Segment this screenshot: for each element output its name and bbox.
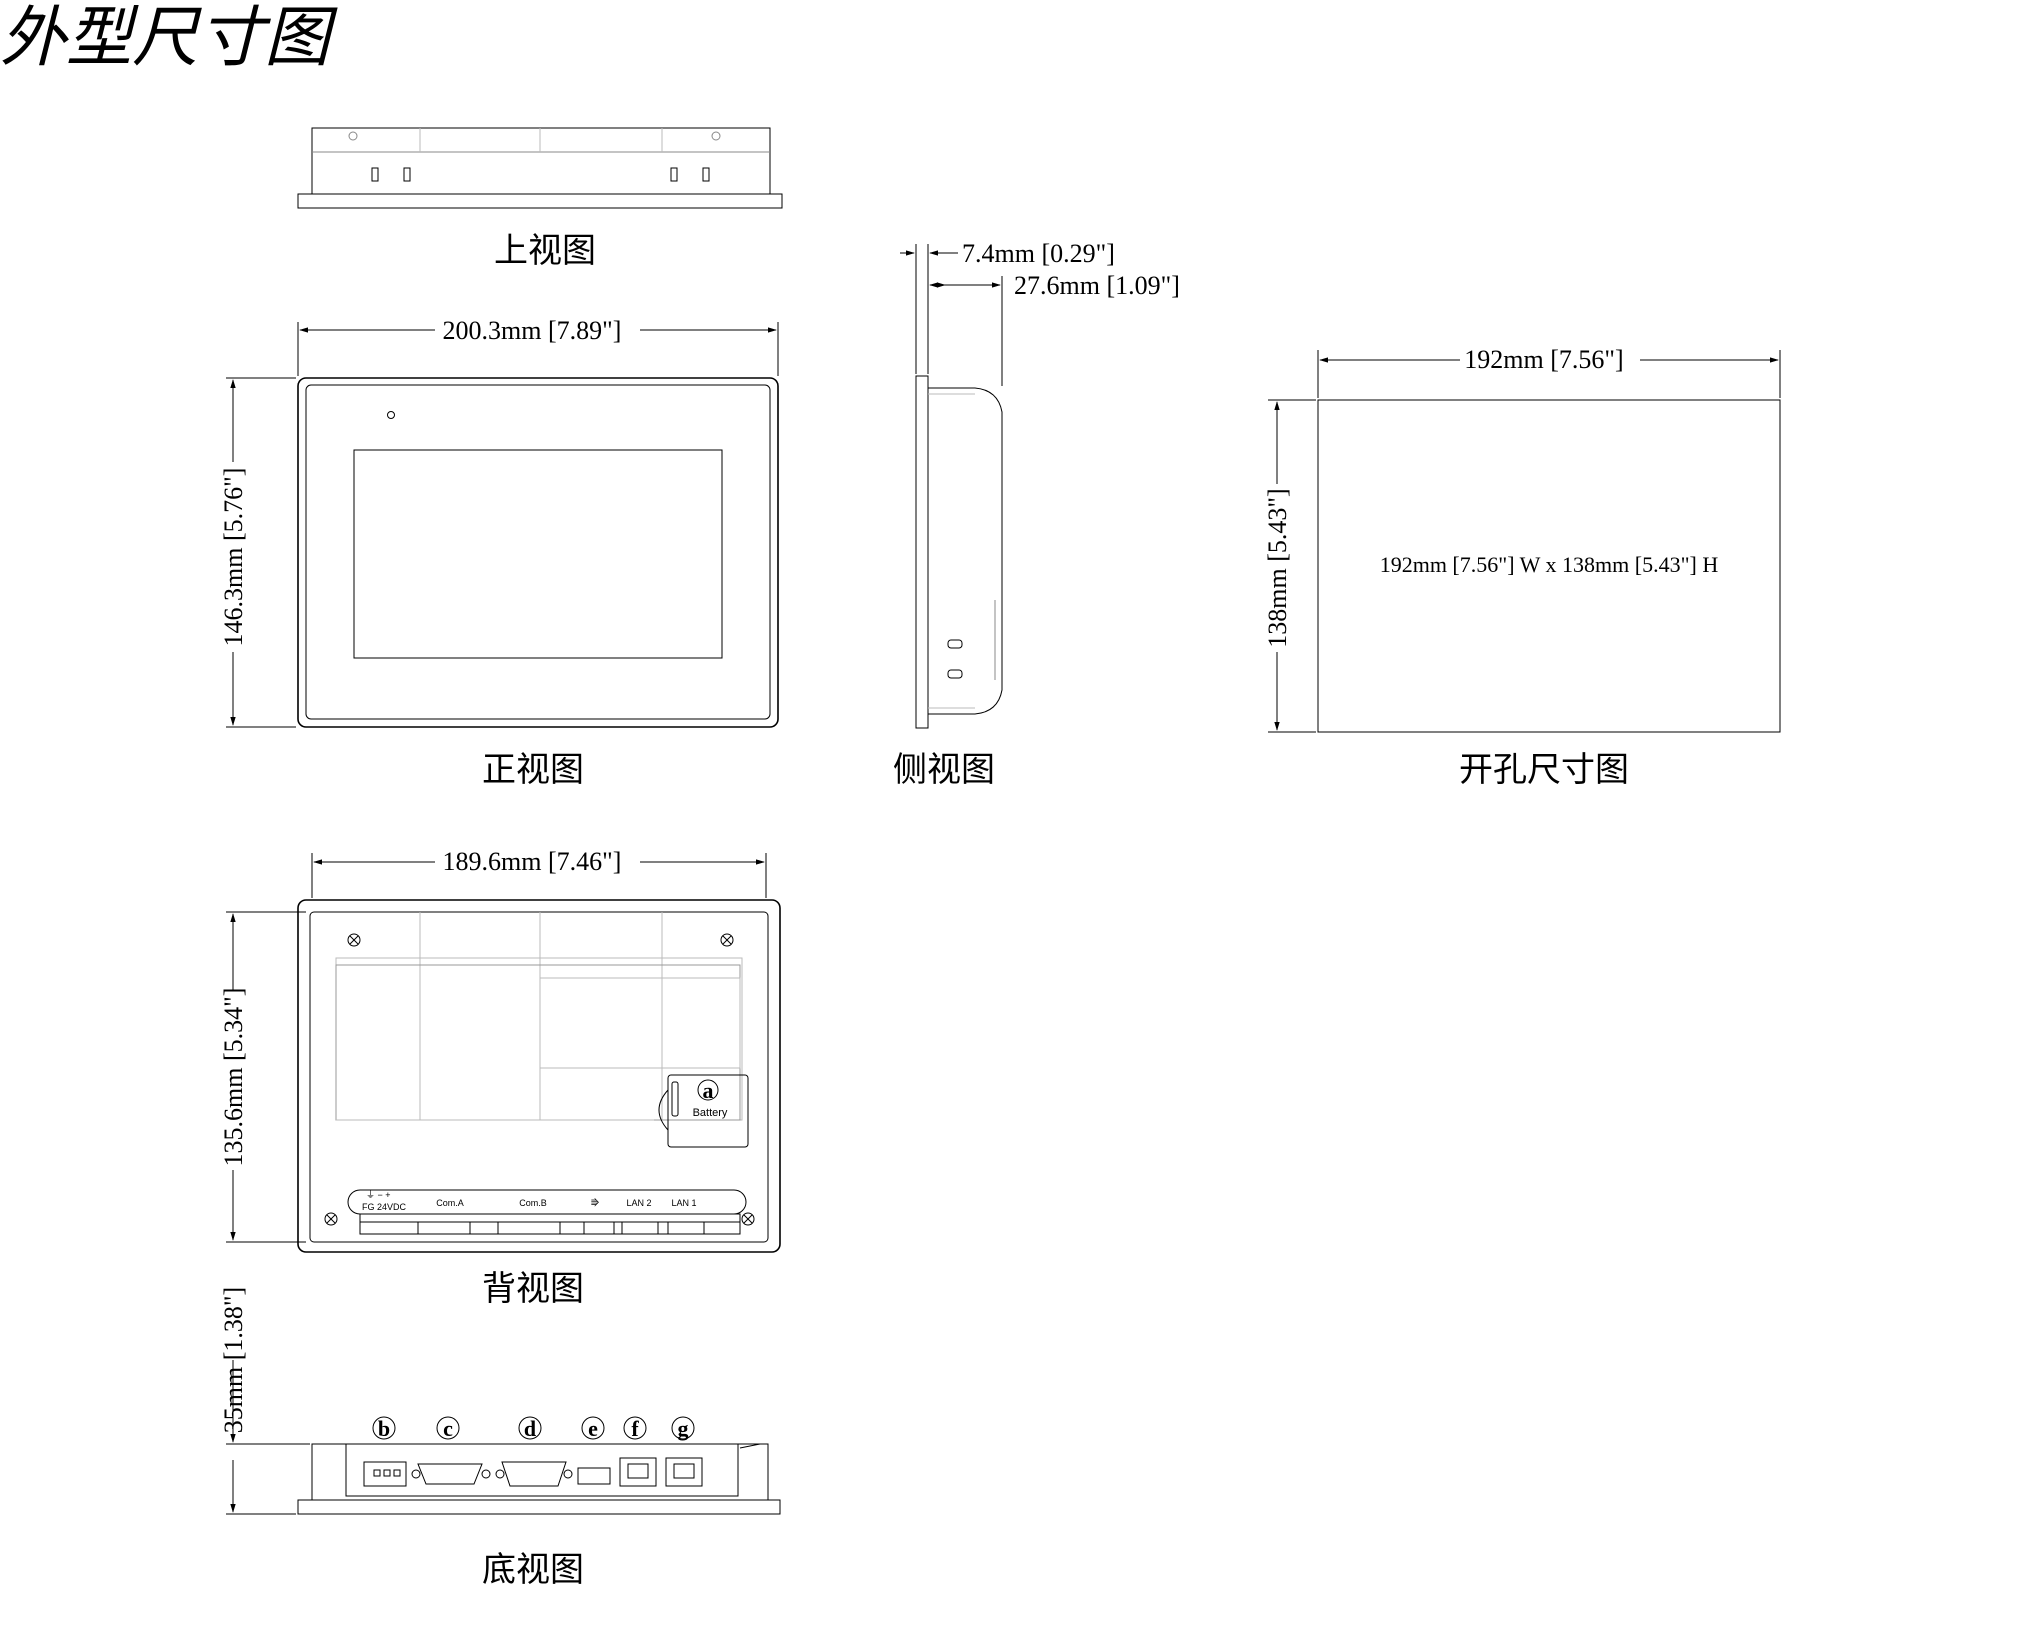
side-dim1-label: 7.4mm [0.29"] <box>962 239 1115 268</box>
cutout-view <box>1317 399 1781 733</box>
back-view <box>297 899 781 1253</box>
caption-top-view: 上视图 <box>494 231 596 271</box>
com-b-port-label: Com.B <box>519 1198 547 1208</box>
cutout-height-label: 138mm [5.43"] <box>1263 488 1292 647</box>
lan1-port-label: LAN 1 <box>671 1198 696 1208</box>
cutout-inner-label: 192mm [7.56"] W x 138mm [5.43"] H <box>1380 552 1719 577</box>
caption-back-view: 背视图 <box>482 1269 584 1309</box>
caption-bottom-view: 底视图 <box>482 1550 584 1590</box>
front-height-dimension <box>226 377 296 728</box>
side-dim2-label: 27.6mm [1.09"] <box>1014 271 1180 300</box>
front-view <box>297 377 779 728</box>
marker-a-circle <box>697 1079 719 1101</box>
cutout-width-label: 192mm [7.56"] <box>1464 345 1623 374</box>
marker-a: a <box>703 1078 714 1103</box>
marker-e: e <box>588 1416 598 1441</box>
bottom-height-dimension <box>226 1360 310 1515</box>
back-width-label: 189.6mm [7.46"] <box>443 847 622 876</box>
usb-symbol-icon: ⭆ <box>591 1198 599 1208</box>
cutout-width-dimension <box>1317 350 1781 398</box>
marker-c: c <box>443 1416 453 1441</box>
lan2-port-label: LAN 2 <box>626 1198 651 1208</box>
caption-side-view: 侧视图 <box>893 750 995 790</box>
front-width-dimension <box>297 322 779 376</box>
usb-connector <box>577 1467 611 1485</box>
back-height-label: 135.6mm [5.34"] <box>219 988 248 1167</box>
battery-cover <box>667 1074 749 1148</box>
power-symbols: ⏚ − + <box>366 1190 391 1200</box>
front-height-label: 146.3mm [5.76"] <box>219 468 248 647</box>
bottom-view <box>297 1443 781 1515</box>
power-port-label: FG 24VDC <box>362 1202 407 1212</box>
battery-label: Battery <box>693 1107 728 1119</box>
bottom-height-label: 35mm [1.38"] <box>219 1287 248 1433</box>
side-depth-dimension <box>900 244 1003 386</box>
back-height-dimension <box>226 911 306 1243</box>
power-connector <box>363 1461 407 1487</box>
caption-front-view: 正视图 <box>482 750 584 790</box>
top-view <box>297 127 783 209</box>
lan1-connector <box>665 1457 703 1487</box>
front-width-label: 200.3mm [7.89"] <box>443 316 622 345</box>
com-b-connector <box>501 1461 567 1487</box>
side-view <box>915 375 1003 729</box>
caption-cutout-view: 开孔尺寸图 <box>1459 750 1629 790</box>
lan2-connector <box>619 1457 657 1487</box>
com-a-connector <box>417 1463 483 1485</box>
marker-f: f <box>631 1416 639 1441</box>
page-title: 外型尺寸图 <box>0 0 338 76</box>
marker-d: d <box>524 1416 536 1441</box>
back-width-dimension <box>311 853 767 898</box>
bottom-markers <box>372 1416 695 1440</box>
com-a-port-label: Com.A <box>436 1198 464 1208</box>
marker-b: b <box>378 1416 390 1441</box>
marker-g: g <box>678 1416 689 1441</box>
cutout-height-dimension <box>1268 399 1316 733</box>
